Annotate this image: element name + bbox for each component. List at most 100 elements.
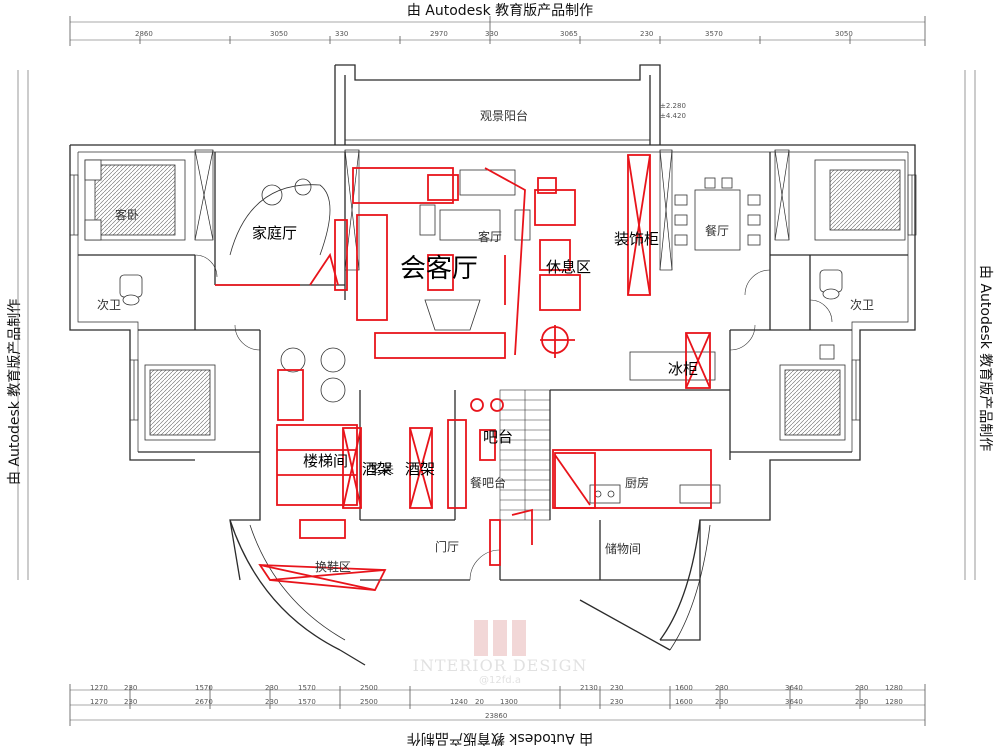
- dim-top-4: 2970: [430, 30, 448, 38]
- red-decor-cabinet: [627, 154, 651, 296]
- label-storage: 储物间: [605, 542, 642, 556]
- watermark-sub: @12fd.a: [479, 675, 521, 686]
- dim-bot-7: 2130: [580, 684, 598, 692]
- dim-bot2-6: 2500: [360, 698, 378, 706]
- red-cabinet-top: [352, 167, 454, 204]
- label-kitchen: 厨房: [625, 476, 650, 490]
- dim-bot2-15: 1280: [885, 698, 903, 706]
- dim-bot2-1: 1270: [90, 698, 108, 706]
- bed-right-bottom: [779, 364, 846, 441]
- dimension-lines: [17, 16, 976, 726]
- dim-balcony-level2: ±4.420: [660, 112, 686, 120]
- label-wine-rack-1: 酒架: [362, 460, 393, 478]
- guest-bed-left: [84, 159, 186, 241]
- dim-bot2-11: 1600: [675, 698, 693, 706]
- dim-bot2-8: 20: [475, 698, 484, 706]
- red-kitchen-left: [554, 452, 596, 509]
- label-reception-hall: 会客厅: [400, 254, 479, 284]
- label-living-room: 客厅: [478, 230, 503, 244]
- dim-top-7: 230: [640, 30, 654, 38]
- dim-bot-3: 1570: [195, 684, 213, 692]
- interior-design-watermark: INTERIOR DESIGN @12fd.a: [400, 620, 600, 686]
- label-rest-area: 休息区: [546, 258, 592, 276]
- dim-bot2-9: 1300: [500, 698, 518, 706]
- red-annotations: [215, 154, 712, 591]
- bed-left-bottom: [144, 364, 216, 441]
- kitchen-counter: [589, 351, 721, 504]
- watermark-logo-icon: [470, 620, 530, 656]
- red-wine-rack-1: [342, 427, 362, 509]
- label-bar: 吧台: [483, 428, 514, 446]
- dim-top-5: 330: [485, 30, 499, 38]
- label-guest-bedroom: 客卧: [115, 208, 140, 222]
- dim-bot2-13: 3640: [785, 698, 803, 706]
- label-entry-hall: 门厅: [435, 540, 460, 554]
- red-rest-chair-2: [539, 239, 571, 271]
- dim-top-8: 3570: [705, 30, 723, 38]
- dim-bot2-2: 230: [124, 698, 138, 706]
- red-rest-sofa: [539, 274, 581, 311]
- bathroom-fixtures: [119, 269, 843, 403]
- label-bar-top: 餐吧台: [470, 476, 507, 490]
- dim-bot2-3: 2670: [195, 698, 213, 706]
- dim-bot2-7: 1240: [450, 698, 468, 706]
- dim-top-2: 3050: [270, 30, 288, 38]
- red-rest-chair-1: [534, 189, 576, 226]
- dim-bot-4: 230: [265, 684, 279, 692]
- red-bar-counter: [447, 419, 467, 509]
- walls: [69, 64, 916, 666]
- dim-bot-8: 230: [610, 684, 624, 692]
- dim-bot-5: 1570: [298, 684, 316, 692]
- bed-right-top: [814, 159, 906, 241]
- dim-bot2-5: 1570: [298, 698, 316, 706]
- label-family-room: 家庭厅: [252, 224, 298, 242]
- red-arrow: [309, 252, 339, 286]
- label-wine-rack-2: 酒架: [405, 460, 436, 478]
- label-view-balcony: 观景阳台: [480, 109, 529, 123]
- dim-top-6: 3065: [560, 30, 578, 38]
- staircase: [499, 389, 551, 521]
- red-chair-box: [427, 174, 459, 201]
- dim-bot2-14: 230: [855, 698, 869, 706]
- door-swings: [194, 254, 833, 581]
- label-stair-room: 楼梯间: [303, 452, 349, 470]
- dim-bot-11: 3640: [785, 684, 803, 692]
- label-left-bath: 次卫: [97, 298, 122, 312]
- red-kitchen-counter: [552, 449, 712, 509]
- label-decor-cabinet: 装饰柜: [614, 230, 660, 248]
- red-tv-console: [374, 332, 506, 359]
- red-door-mark: [511, 508, 533, 545]
- red-divider-line: [484, 167, 526, 356]
- label-foyer: 玄关: [370, 462, 395, 476]
- dim-top-9: 3050: [835, 30, 853, 38]
- windows: [69, 149, 917, 421]
- dim-bot-13: 1280: [885, 684, 903, 692]
- autodesk-stamp-top: 由 Autodesk 教育版产品制作: [406, 3, 594, 19]
- red-fridge: [685, 332, 711, 389]
- red-panel-family: [334, 219, 348, 291]
- dim-bot-1: 1270: [90, 684, 108, 692]
- label-fridge: 冰柜: [668, 360, 699, 378]
- red-bench: [299, 519, 346, 539]
- dim-bot-12: 230: [855, 684, 869, 692]
- family-room-sofa: [229, 178, 331, 256]
- watermark-text: INTERIOR DESIGN: [412, 656, 588, 675]
- dim-top-3: 330: [335, 30, 349, 38]
- dim-bot2-10: 230: [610, 698, 624, 706]
- dim-bot-6: 2500: [360, 684, 378, 692]
- label-right-bath: 次卫: [850, 298, 875, 312]
- dim-bot-2: 230: [124, 684, 138, 692]
- dim-top-1: 2860: [135, 30, 153, 38]
- red-wine-rack-2: [409, 427, 433, 509]
- dim-total: 23860: [485, 712, 508, 720]
- dim-bot2-12: 230: [715, 698, 729, 706]
- label-dining: 餐厅: [705, 224, 730, 238]
- red-cabinet-left: [356, 214, 388, 321]
- dim-bot-10: 230: [715, 684, 729, 692]
- red-table-box: [427, 254, 454, 291]
- dim-balcony-level: ±2.280: [660, 102, 686, 110]
- dim-bot2-4: 230: [265, 698, 279, 706]
- label-shoe-area: 换鞋区: [315, 560, 352, 574]
- red-stair-room: [276, 424, 358, 506]
